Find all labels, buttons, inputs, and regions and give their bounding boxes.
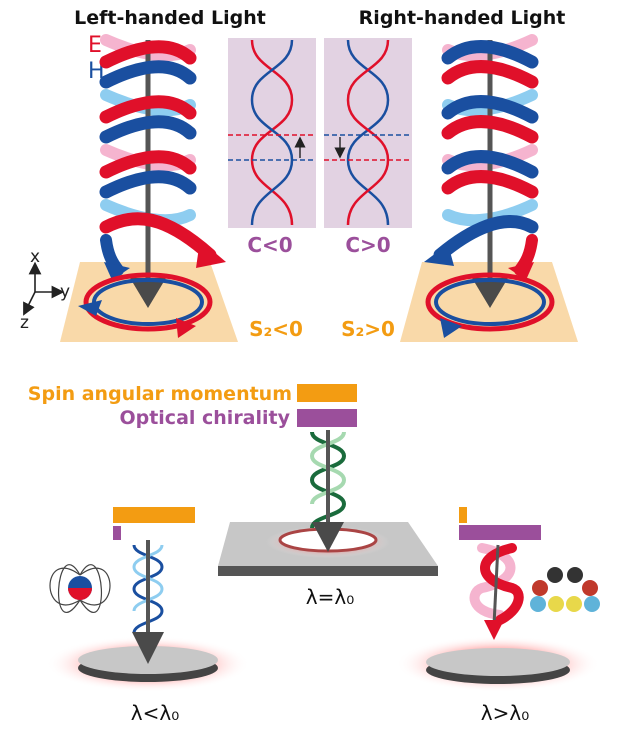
legend-spin-label: Spin angular momentum [28,383,292,405]
right-helix [400,34,578,342]
legend-spin-swatch [297,384,357,402]
chirality-bar-left [113,526,121,540]
spin-bar-right [459,507,467,523]
axis-x-label: x [30,247,40,267]
left-propagation-arrowhead [130,278,166,308]
chirality-positive-label: C>0 [345,233,390,257]
spin-positive-label: S₂>0 [341,317,395,341]
spin-negative-label: S₂<0 [249,317,303,341]
legend-chirality-label: Optical chirality [119,407,290,429]
chirality-panel-negative [228,38,316,228]
right-h-ring [434,278,546,326]
lambda-equal-label: λ=λ₀ [306,585,354,609]
right-e-ring [425,272,555,332]
lambda-greater-label: λ>λ₀ [481,701,529,725]
lambda-less-label: λ<λ₀ [131,701,179,725]
left-helix [60,34,238,342]
right-title: Right-handed Light [359,7,566,29]
chirality-panel-positive [324,38,412,228]
scene-lambda-equal [218,430,438,576]
spin-bar-left [113,507,195,523]
axis-y-label: y [60,282,70,302]
axis-z-label: z [20,313,29,333]
coordinate-axes: x y z [20,247,70,333]
right-propagation-arrowhead [472,278,508,308]
legend-chirality-swatch [297,409,357,427]
chiral-molecule-icon [530,567,600,612]
scene-lambda-less [46,507,250,692]
e-field-label: E [88,33,102,58]
scene-lambda-greater [396,507,600,692]
left-title: Left-handed Light [74,7,266,29]
magnetic-dipole-icon [49,564,111,614]
left-e-ring [83,272,213,332]
legend: Spin angular momentum Optical chirality [28,383,357,429]
chirality-negative-label: C<0 [247,233,292,257]
chirality-bar-right [459,525,541,540]
